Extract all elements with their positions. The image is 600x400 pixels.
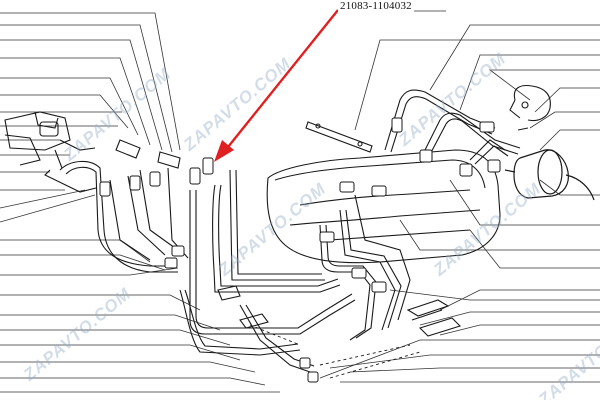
callout-line: [419, 311, 600, 326]
callout-line: [0, 189, 86, 209]
callout-lines-right: [319, 24, 600, 383]
callout-line: [319, 339, 600, 379]
fitting: [459, 163, 473, 177]
callout-line: [399, 219, 600, 251]
engine-assembly: [4, 111, 96, 169]
callout-lines-left: [0, 12, 280, 393]
fitting: [419, 149, 433, 163]
callout-line: [0, 329, 231, 346]
pipe-clips: [115, 139, 462, 337]
callout-line: [0, 344, 241, 361]
part-number-label: 21083-1104032: [338, 0, 414, 12]
fuel-pipes-center: [179, 169, 356, 373]
callout-line: [0, 57, 151, 146]
callout-line: [439, 324, 600, 336]
callout-line: [469, 229, 600, 269]
callout-line: [0, 361, 256, 373]
fitting: [487, 159, 501, 173]
fuel-pipes-left: [44, 160, 189, 273]
callout-line: [0, 239, 151, 263]
callout-line: [354, 39, 600, 131]
callout-line: [429, 24, 600, 91]
callout-line: [459, 54, 600, 111]
fitting: [351, 267, 367, 279]
filter-clamp: [509, 84, 551, 131]
callout-line: [0, 94, 129, 129]
callout-line: [0, 314, 221, 331]
callout-line: [0, 12, 181, 151]
fitting: [171, 245, 185, 257]
callout-line: [329, 354, 600, 369]
red-pointer-arrow: [214, 9, 339, 162]
callout-line: [0, 77, 139, 136]
fitting: [307, 371, 319, 383]
callout-line: [539, 129, 600, 151]
fitting: [319, 231, 335, 243]
callout-line: [449, 179, 600, 226]
fitting: [299, 357, 311, 369]
callout-line: [539, 179, 600, 196]
callout-line: [0, 254, 166, 271]
fitting: [164, 257, 178, 269]
fuel-tank: [266, 149, 501, 264]
fuel-filter: [504, 149, 595, 201]
callout-line: [439, 289, 600, 311]
fittings: [99, 117, 501, 383]
callout-line: [389, 289, 600, 301]
fitting: [202, 157, 214, 175]
callout-line: [0, 377, 266, 386]
fitting: [339, 181, 355, 193]
fitting: [149, 171, 161, 187]
callout-line: [0, 194, 96, 223]
callout-line: [0, 39, 163, 151]
assembly-guide-lines: [249, 324, 421, 379]
callout-line: [529, 111, 600, 129]
fitting: [99, 181, 111, 197]
mounting-strap: [305, 121, 373, 153]
fitting: [129, 175, 141, 191]
fitting: [371, 281, 387, 293]
callout-line: [0, 294, 201, 311]
callout-line: [534, 87, 600, 113]
callout-line: [488, 69, 600, 101]
fitting: [189, 167, 201, 185]
fitting: [479, 121, 495, 133]
fitting: [371, 185, 387, 197]
fuel-pipes-lower-right: [319, 194, 411, 341]
callout-line: [349, 367, 600, 373]
callout-line: [0, 24, 173, 153]
callout-line: [0, 267, 179, 276]
fuel-pipes-upper-right: [384, 89, 521, 165]
fitting: [391, 117, 403, 133]
